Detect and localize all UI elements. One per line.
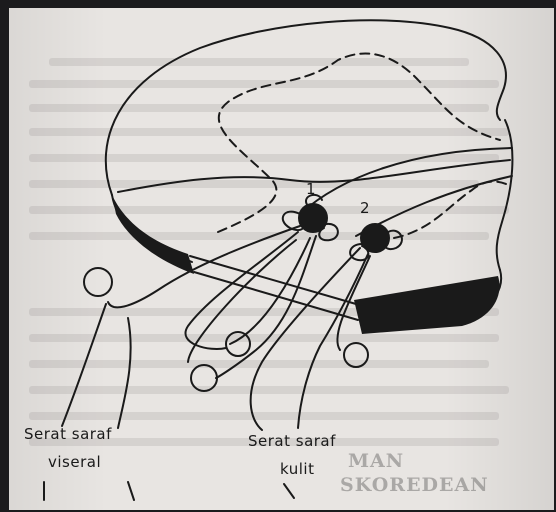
cord-rim-band — [354, 276, 500, 334]
tick-mark — [284, 484, 294, 498]
visceral-fiber-label-line2: viseral — [48, 453, 101, 471]
nerve-fiber — [62, 304, 106, 426]
sensory-ending — [344, 343, 368, 367]
bleed-through-text: SKOREDEAN — [340, 474, 489, 496]
grey-matter-outline — [218, 54, 500, 232]
sensory-ending — [191, 365, 217, 391]
cord-rim-band — [112, 195, 194, 274]
nerve-fiber — [185, 232, 298, 349]
tick-mark — [128, 482, 134, 500]
bleed-through-text: MAN — [348, 450, 404, 472]
nerve-fiber — [188, 240, 296, 362]
neuron-2-label: 2 — [360, 199, 370, 217]
nerve-fiber — [298, 254, 368, 428]
skin-fiber-label-line1: Serat saraf — [248, 432, 336, 450]
cord-outline — [497, 120, 513, 270]
skin-fiber-label-line2: kulit — [280, 460, 314, 478]
neuron-1-label: 1 — [306, 180, 316, 198]
visceral-fiber-label-line1: Serat saraf — [24, 425, 112, 443]
nerve-fiber — [118, 318, 131, 428]
sensory-ending — [84, 268, 112, 296]
